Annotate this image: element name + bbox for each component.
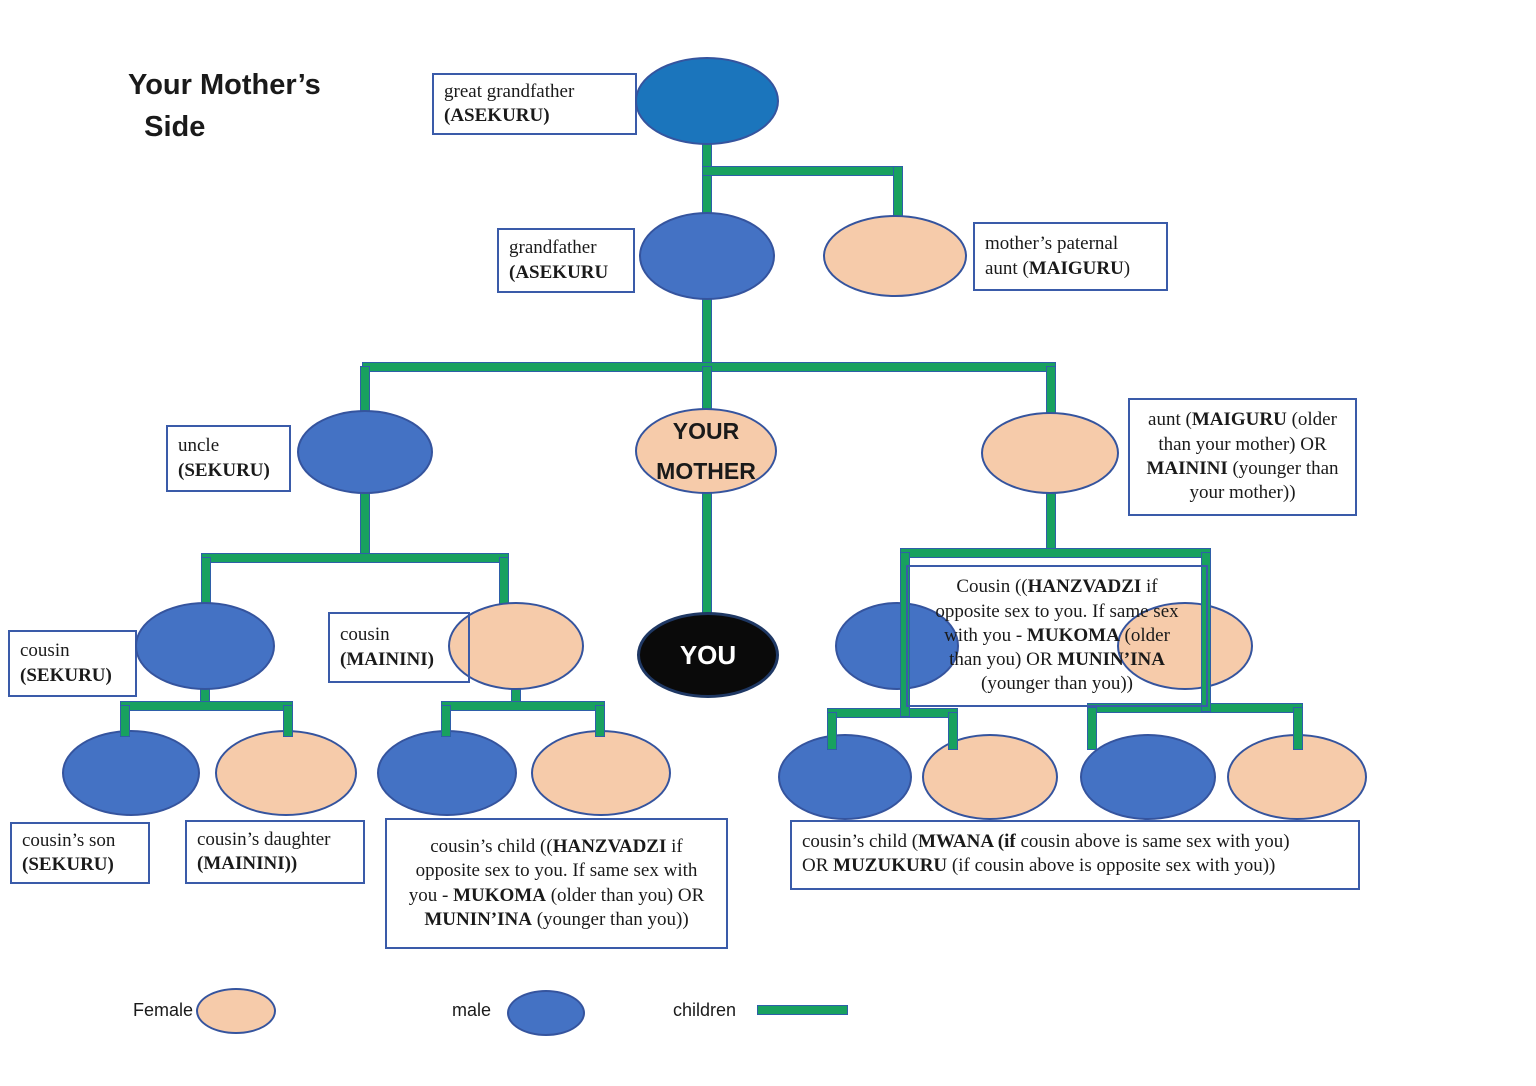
connector-line: [201, 553, 509, 563]
label-cousins-daughter: cousin’s daughter (MAININI)): [185, 820, 365, 884]
connector-line: [827, 708, 958, 718]
ellipse-right-grandchild-2: [922, 734, 1058, 820]
label-cousins-child-right: cousin’s child (MWANA (if cousin above i…: [790, 820, 1360, 890]
connector-line: [441, 705, 451, 737]
ellipse-right-grandchild-3: [1080, 734, 1216, 820]
label-right-cousins: Cousin ((HANZVADZI if opposite sex to yo…: [906, 565, 1208, 707]
label-cousin-female: cousin (MAININI): [328, 612, 470, 683]
ellipse-you: YOU: [637, 612, 779, 698]
connector-line: [702, 490, 712, 615]
connector-line: [283, 705, 293, 737]
connector-line: [1046, 366, 1056, 416]
connector-line: [120, 701, 293, 711]
ellipse-grandfather: [639, 212, 775, 300]
connector-line: [827, 712, 837, 750]
connector-line: [893, 166, 903, 221]
connector-line: [702, 140, 712, 216]
ellipse-right-cousin-male: [835, 602, 959, 690]
connector-line: [702, 296, 712, 372]
page-title: Your Mother’s Side: [128, 69, 321, 144]
connector-line: [360, 366, 370, 414]
ellipse-aunt: [981, 412, 1119, 494]
label-mothers-paternal-aunt: mother’s paternal aunt (MAIGURU): [973, 222, 1168, 291]
connector-line: [1087, 707, 1097, 750]
connector-line: [120, 705, 130, 737]
connector-line: [441, 701, 605, 711]
you-text: YOU: [679, 639, 737, 670]
connector-line: [1293, 707, 1303, 750]
connector-line: [499, 557, 509, 609]
label-cousins-son: cousin’s son (SEKURU): [10, 822, 150, 884]
label-aunt: aunt (MAIGURU (older than your mother) O…: [1128, 398, 1357, 516]
label-cousin-male: cousin (SEKURU): [8, 630, 137, 697]
connector-line: [948, 712, 958, 750]
legend-female-label: Female: [133, 1000, 194, 1020]
ellipse-cousins-son: [62, 730, 200, 816]
ellipse-cousins-daughter: [215, 730, 357, 816]
connector-line: [702, 166, 903, 176]
ellipse-cousin-male: [135, 602, 275, 690]
ellipse-cousins-child-male: [377, 730, 517, 816]
legend-children-line: [757, 1005, 848, 1015]
ellipse-cousins-child-female: [531, 730, 671, 816]
legend-children-label: children: [673, 1000, 737, 1020]
connector-line: [900, 548, 1211, 558]
ellipse-right-grandchild-4: [1227, 734, 1367, 820]
ellipse-uncle: [297, 410, 433, 494]
legend-male-ellipse: [507, 990, 585, 1036]
label-cousins-child-center: cousin’s child ((HANZVADZI if opposite s…: [385, 818, 728, 949]
label-grandfather: grandfather (ASEKURU: [497, 228, 635, 293]
ellipse-great-grandfather: [635, 57, 779, 145]
your-mother-text: YOUR MOTHER: [656, 417, 756, 484]
ellipse-cousin-female: [448, 602, 584, 690]
label-uncle: uncle (SEKURU): [166, 425, 291, 492]
ellipse-right-grandchild-1: [778, 734, 912, 820]
connector-line: [702, 366, 712, 412]
connector-line: [900, 552, 910, 717]
ellipse-your-mother: YOUR MOTHER: [635, 408, 777, 494]
label-great-grandfather: great grandfather (ASEKURU): [432, 73, 637, 135]
connector-line: [1046, 490, 1056, 555]
ellipse-mothers-paternal-aunt: [823, 215, 967, 297]
connector-line: [595, 705, 605, 737]
legend-female-ellipse: [196, 988, 276, 1034]
legend-male-label: male: [452, 1000, 492, 1020]
ellipse-right-cousin-female: [1117, 602, 1253, 690]
connector-line: [360, 490, 370, 562]
